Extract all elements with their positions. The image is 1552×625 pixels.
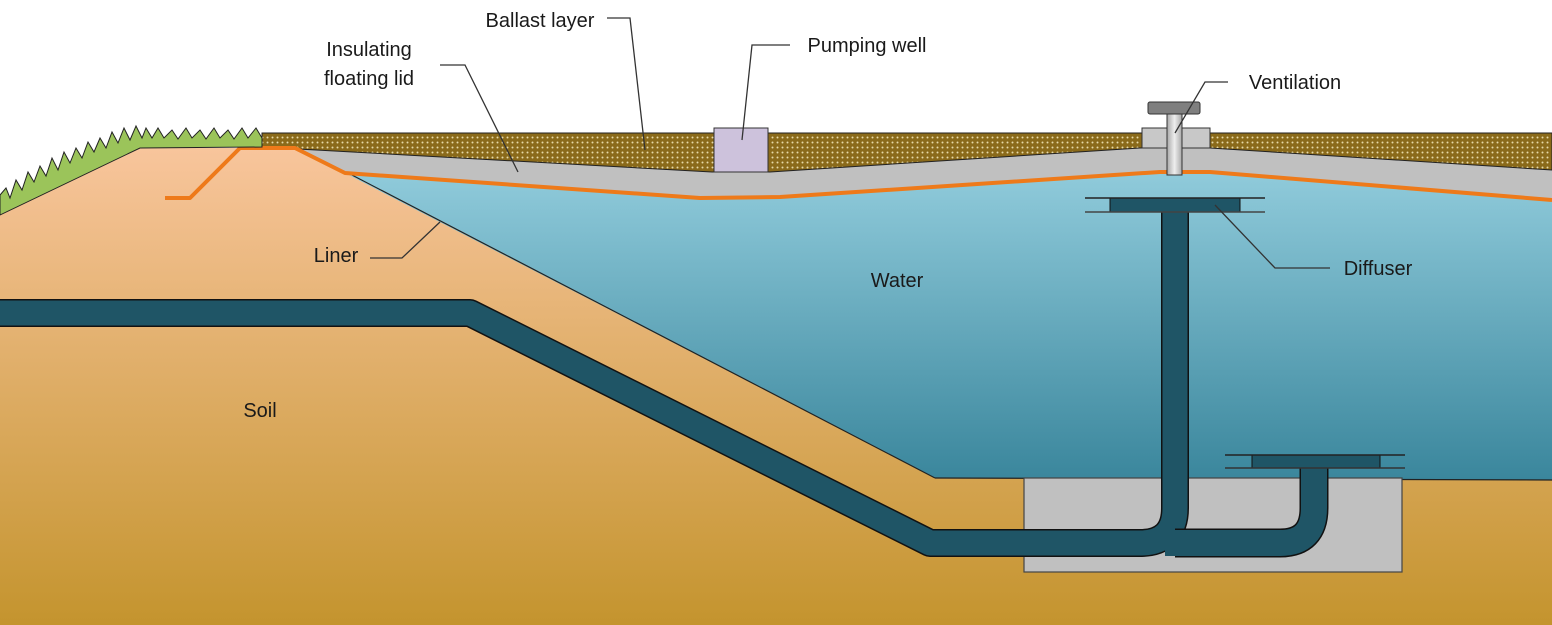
liner-leader-line — [370, 221, 441, 259]
water-label: Water — [871, 270, 924, 292]
insulating-lid-label-line2: floating lid — [324, 68, 414, 90]
water — [345, 172, 1552, 480]
inlet-pipe — [0, 212, 1329, 558]
ventilation-leader-line — [1174, 81, 1228, 134]
liner — [165, 146, 1552, 202]
pumping-well-leader-line — [741, 44, 790, 141]
pumping-well-label: Pumping well — [808, 35, 927, 57]
upper-diffuser — [1085, 197, 1265, 213]
ventilation — [1141, 101, 1211, 176]
concrete-foundation — [1023, 477, 1403, 573]
diffuser-leader-line — [1214, 204, 1330, 269]
lower-diffuser — [1225, 454, 1405, 469]
reservoir-slope-line — [299, 147, 936, 479]
liner-label: Liner — [314, 245, 359, 267]
insulating-floating-lid — [262, 147, 1552, 200]
grass — [0, 124, 263, 216]
insulating-lid-label-line1: Insulating — [326, 39, 412, 61]
soil-label: Soil — [243, 400, 276, 422]
ballast-layer — [261, 132, 1552, 173]
ventilation-label: Ventilation — [1249, 72, 1341, 94]
ballast-layer-label: Ballast layer — [486, 10, 595, 32]
ballast-leader-line — [607, 17, 646, 151]
pumping-well — [713, 127, 769, 173]
lid-leader-line — [440, 64, 519, 173]
diffuser-label: Diffuser — [1344, 258, 1413, 280]
